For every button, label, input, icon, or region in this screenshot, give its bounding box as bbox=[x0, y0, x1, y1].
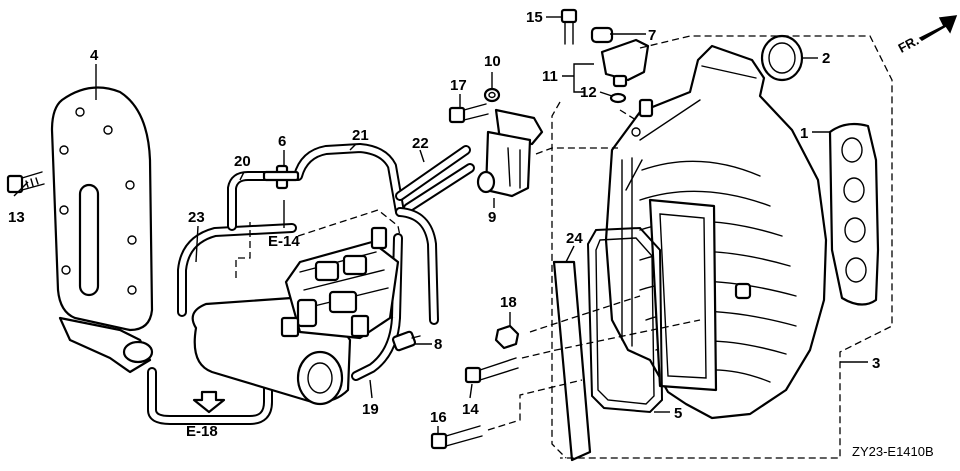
callout-8: 8 bbox=[434, 336, 442, 353]
hose-part-21 bbox=[293, 143, 405, 217]
o-ring-part-12 bbox=[609, 92, 627, 104]
hose-part-23 bbox=[147, 223, 297, 425]
callout-14: 14 bbox=[462, 401, 479, 418]
gasket-loop-part-5 bbox=[586, 226, 664, 414]
sensor-bracket-part-9 bbox=[476, 108, 544, 198]
callout-2: 2 bbox=[822, 50, 830, 67]
callout-leaders bbox=[13, 16, 868, 434]
diagram-code: ZY23-E1410B bbox=[852, 444, 934, 459]
bolt-part-17 bbox=[448, 103, 489, 124]
callout-22: 22 bbox=[412, 135, 429, 152]
intake-manifold-part-3 bbox=[604, 44, 828, 420]
hose-part-20 bbox=[227, 171, 273, 231]
joint-part-6 bbox=[262, 164, 300, 190]
callout-numbers: 4 13 20 6 21 22 23 8 19 10 17 9 15 7 11 … bbox=[8, 9, 880, 426]
sensor-part-11 bbox=[590, 26, 650, 88]
callout-15: 15 bbox=[526, 9, 543, 26]
callout-10: 10 bbox=[484, 53, 501, 70]
callout-20: 20 bbox=[234, 153, 251, 170]
callout-16: 16 bbox=[430, 409, 447, 426]
hose-part-22 bbox=[395, 145, 475, 325]
fitting-part-8 bbox=[391, 330, 421, 352]
washer-part-10 bbox=[483, 87, 501, 103]
strip-part-24 bbox=[552, 260, 592, 462]
reference-e14: E-14 bbox=[268, 233, 300, 250]
callout-19: 19 bbox=[362, 401, 379, 418]
callout-1: 1 bbox=[800, 125, 808, 142]
callout-24: 24 bbox=[566, 230, 583, 247]
callout-3: 3 bbox=[872, 355, 880, 372]
callout-9: 9 bbox=[488, 209, 496, 226]
hose-part-19 bbox=[351, 233, 403, 381]
manifold-gasket-part-1 bbox=[828, 122, 880, 306]
callout-18: 18 bbox=[500, 294, 517, 311]
bolt-part-15 bbox=[560, 8, 578, 45]
nut-part-18 bbox=[494, 324, 520, 350]
callout-11: 11 bbox=[542, 68, 558, 85]
reference-arrow-e18 bbox=[192, 390, 226, 414]
stud-bolt-part-16 bbox=[430, 425, 483, 450]
callout-7: 7 bbox=[648, 27, 656, 44]
manifold-plate-part-4 bbox=[50, 86, 154, 374]
stud-bolt-part-14 bbox=[464, 357, 519, 384]
callout-5: 5 bbox=[674, 405, 682, 422]
callout-13: 13 bbox=[8, 209, 25, 226]
callout-23: 23 bbox=[188, 209, 205, 226]
callout-6: 6 bbox=[278, 133, 286, 150]
callout-21: 21 bbox=[352, 127, 369, 144]
gasket-ring-part-2 bbox=[760, 34, 804, 82]
reference-e18: E-18 bbox=[186, 423, 218, 440]
callout-12: 12 bbox=[580, 84, 597, 101]
front-direction-arrow bbox=[918, 15, 958, 41]
front-direction-label: FR. bbox=[896, 33, 922, 56]
bolt-part-13 bbox=[6, 171, 45, 194]
guide-lines bbox=[235, 35, 893, 459]
vapor-separator-assembly bbox=[191, 226, 400, 406]
callout-17: 17 bbox=[450, 77, 467, 94]
callout-4: 4 bbox=[90, 47, 99, 64]
